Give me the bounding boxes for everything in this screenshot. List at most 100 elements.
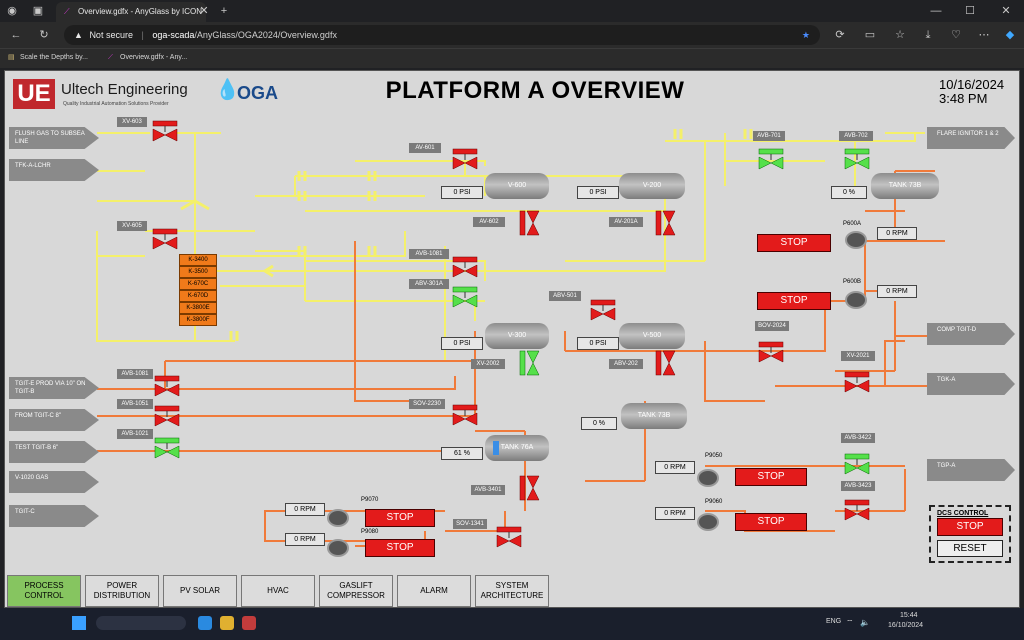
nav-process-control[interactable]: PROCESS CONTROL — [7, 575, 81, 607]
compressor-k670d[interactable]: K-670D — [179, 290, 217, 302]
extensions-icon[interactable]: ⟳ — [835, 29, 845, 41]
pump-p600b[interactable] — [845, 291, 867, 309]
compressor-k3500[interactable]: K-3500 — [179, 266, 217, 278]
tank-73b[interactable]: TANK 73B — [621, 403, 687, 429]
minimize-icon[interactable]: — — [930, 5, 942, 17]
clock-time[interactable]: 15:44 — [900, 612, 918, 619]
tank-76a[interactable]: TANK 76A — [485, 435, 549, 461]
split-screen-icon[interactable]: ▭ — [864, 29, 876, 41]
dcs-reset-button[interactable]: RESET — [937, 540, 1003, 557]
wifi-icon[interactable]: ⌔ — [846, 618, 854, 627]
profile-icon[interactable]: ◉ — [7, 5, 17, 17]
pump-p9060[interactable] — [697, 513, 719, 531]
compressor-k3800e[interactable]: K-3800E — [179, 302, 217, 314]
pump-p600a[interactable] — [845, 231, 867, 249]
company-name: Ultech Engineering — [61, 81, 188, 98]
v500-pressure: 0 PSI — [577, 337, 619, 350]
app-icon[interactable] — [242, 616, 256, 630]
file-explorer-icon[interactable] — [220, 616, 234, 630]
line-test-tgit-b[interactable]: TEST TGIT-B 6" — [9, 441, 99, 463]
warning-icon: ▲ — [74, 30, 83, 40]
line-comp-tgit-d[interactable]: COMP TGIT-D — [927, 323, 1015, 345]
valve-tag-avb3423: AVB-3423 — [841, 481, 875, 491]
favorite-star-icon[interactable]: ★ — [801, 30, 810, 40]
address-bar[interactable]: ▲ Not secure | oga-scada/AnyGlass/OGA202… — [64, 25, 820, 45]
download-icon[interactable]: ⤓ — [925, 29, 931, 41]
compressor-k3400[interactable]: K-3400 — [179, 254, 217, 266]
browser-tab[interactable]: ⟋ Overview.gdfx - AnyGlass by ICON — [56, 2, 206, 22]
favorites-icon[interactable]: ☆ — [895, 29, 905, 41]
more-icon[interactable]: ⋯ — [978, 29, 990, 41]
p9070-speed: 0 RPM — [285, 503, 325, 516]
line-from-tgit-c[interactable]: FROM TGIT-C 8" — [9, 409, 99, 431]
bookmark-item[interactable]: Overview.gdfx - Any... — [120, 54, 188, 61]
tank-73b-level: 0 % — [581, 417, 617, 430]
copilot-icon[interactable]: ◆ — [1005, 29, 1015, 41]
pump-p9080[interactable] — [327, 539, 349, 557]
nav-hvac[interactable]: HVAC — [241, 575, 315, 607]
p9070-stop-button[interactable]: STOP — [365, 509, 435, 527]
bookmark-item[interactable]: Scale the Depths by... — [20, 54, 88, 61]
dcs-stop-button[interactable]: STOP — [937, 518, 1003, 536]
v200-pressure: 0 PSI — [577, 186, 619, 199]
nav-alarm[interactable]: ALARM — [397, 575, 471, 607]
close-window-icon[interactable]: ✕ — [1001, 5, 1011, 17]
language-indicator[interactable]: ENG — [826, 618, 842, 625]
vessel-v600[interactable]: V-600 — [485, 173, 549, 199]
vessel-v300[interactable]: V-300 — [485, 323, 549, 349]
nav-gaslift-compressor[interactable]: GASLIFT COMPRESSOR — [319, 575, 393, 607]
page-title: PLATFORM A OVERVIEW — [385, 77, 685, 104]
pump-p9050[interactable] — [697, 469, 719, 487]
line-tgk-a[interactable]: TGK-A — [927, 373, 1015, 395]
refresh-icon[interactable]: ↻ — [39, 29, 49, 41]
valve-tag-avb1051: AVB-1051 — [117, 399, 153, 409]
p9050-stop-button[interactable]: STOP — [735, 468, 807, 486]
taskbar-search-box[interactable] — [96, 616, 186, 630]
current-date: 10/16/2024 — [939, 77, 1005, 92]
new-tab-icon[interactable]: + — [220, 5, 228, 17]
compressor-k3800f[interactable]: K-3800F — [179, 314, 217, 326]
ultech-logo: UE — [13, 79, 55, 109]
maximize-icon[interactable]: ☐ — [965, 5, 975, 17]
compressor-k670c[interactable]: K-670C — [179, 278, 217, 290]
tank-73b-top[interactable]: TANK 73B — [871, 173, 939, 199]
vessel-v200[interactable]: V-200 — [619, 173, 685, 199]
tank-level-indicator — [493, 441, 499, 455]
pump-label-p9050: P9050 — [705, 453, 723, 459]
line-tgit-e-prod[interactable]: TGIT-E PROD VIA 10" ON TGIT-B — [9, 377, 99, 399]
pump-p9070[interactable] — [327, 509, 349, 527]
nav-pv-solar[interactable]: PV SOLAR — [163, 575, 237, 607]
p600a-stop-button[interactable]: STOP — [757, 234, 831, 252]
line-tfk-a-lchr[interactable]: TFK-A-LCHR — [9, 159, 99, 181]
tab-actions-icon[interactable]: ▣ — [32, 5, 44, 17]
nav-system-architecture[interactable]: SYSTEM ARCHITECTURE — [475, 575, 549, 607]
browser-essentials-icon[interactable]: ♡ — [951, 29, 961, 41]
valve-tag-xv605: XV-605 — [117, 221, 147, 231]
line-tgit-c[interactable]: TGIT-C — [9, 505, 99, 527]
pump-label-p9060: P9060 — [705, 499, 723, 505]
p9060-stop-button[interactable]: STOP — [735, 513, 807, 531]
line-flare-ignitor[interactable]: FLARE IGNITOR 1 & 2 — [927, 127, 1015, 149]
compressor-stack: K-3400 K-3500 K-670C K-670D K-3800E K-38… — [179, 254, 217, 326]
edge-icon[interactable] — [198, 616, 212, 630]
p600b-stop-button[interactable]: STOP — [757, 292, 831, 310]
valve-tag-avb1081: AVB-1081 — [117, 369, 153, 379]
volume-icon[interactable]: 🔈 — [860, 618, 870, 627]
browser-tab-bar: ◉ ▣ ⟋ Overview.gdfx - AnyGlass by ICON ✕… — [0, 0, 1024, 22]
close-tab-icon[interactable]: ✕ — [199, 5, 209, 17]
url-path: /AnyGlass/OGA2024/Overview.gdfx — [194, 30, 337, 40]
line-v1020-gas[interactable]: V-1020 GAS — [9, 471, 99, 493]
line-tgp-a[interactable]: TGP-A — [927, 459, 1015, 481]
p600b-speed: 0 RPM — [877, 285, 917, 298]
line-flush-gas[interactable]: FLUSH GAS TO SUBSEA LINE — [9, 127, 99, 149]
start-icon[interactable] — [72, 616, 86, 630]
not-secure-label: Not secure — [89, 30, 133, 40]
p9080-stop-button[interactable]: STOP — [365, 539, 435, 557]
vessel-v500[interactable]: V-500 — [619, 323, 685, 349]
dcs-control-panel: DCS CONTROL STOP RESET — [929, 505, 1011, 563]
valve-tag-sov2230: SOV-2230 — [409, 399, 445, 409]
clock-date[interactable]: 16/10/2024 — [888, 622, 924, 629]
nav-power-distribution[interactable]: POWER DISTRIBUTION — [85, 575, 159, 607]
back-icon[interactable]: ← — [10, 29, 22, 41]
valve-tag-avb3422: AVB-3422 — [841, 433, 875, 443]
